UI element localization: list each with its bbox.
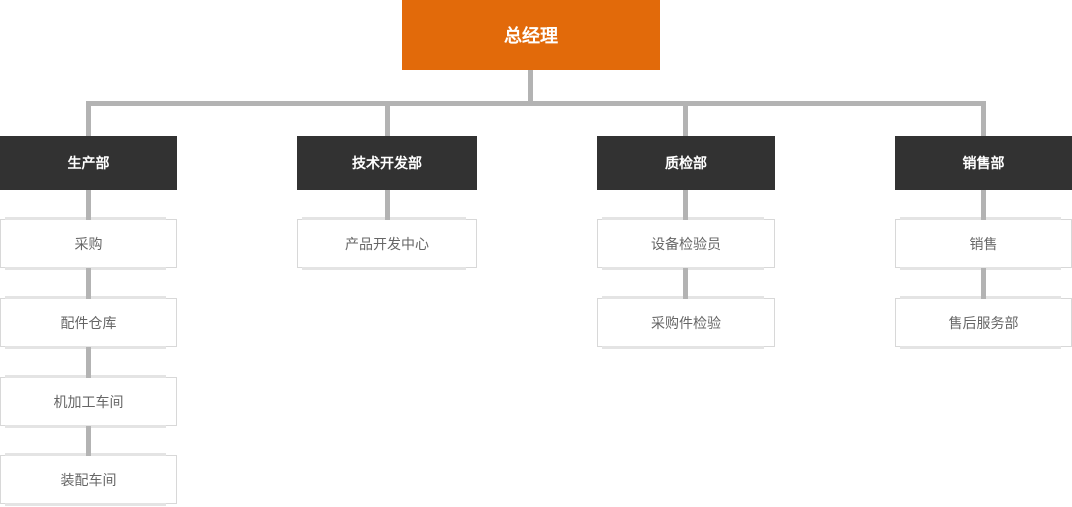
connector-techdev-productdev — [385, 190, 390, 220]
connector-production-purchasing — [86, 190, 91, 220]
org-node-label: 配件仓库 — [60, 315, 117, 332]
org-node-machining-workshop[interactable]: 机加工车间 — [0, 375, 177, 428]
connector-drop-production — [86, 101, 91, 136]
org-node-quality-inspection-dept[interactable]: 质检部 — [597, 136, 775, 190]
connector-machining-assembly — [86, 426, 91, 456]
org-node-equipment-inspector[interactable]: 设备检验员 — [597, 217, 775, 270]
org-node-label: 机加工车间 — [53, 394, 124, 411]
org-node-label: 采购件检验 — [651, 315, 721, 332]
connector-quality-equipment — [683, 190, 688, 220]
org-node-production-dept[interactable]: 生产部 — [0, 136, 177, 190]
org-node-after-sales-service[interactable]: 售后服务部 — [895, 296, 1072, 349]
connector-horizontal-bus — [86, 101, 986, 106]
org-node-purchased-parts-inspection[interactable]: 采购件检验 — [597, 296, 775, 349]
org-node-label: 售后服务部 — [948, 315, 1019, 332]
org-node-label: 装配车间 — [60, 472, 117, 489]
org-node-label: 销售部 — [962, 156, 1005, 172]
org-node-label: 技术开发部 — [352, 156, 422, 172]
org-node-label: 采购 — [74, 236, 103, 253]
connector-purchasing-warehouse — [86, 268, 91, 299]
connector-drop-quality — [683, 101, 688, 136]
org-node-parts-warehouse[interactable]: 配件仓库 — [0, 296, 177, 349]
org-node-purchasing[interactable]: 采购 — [0, 217, 177, 270]
org-node-label: 销售 — [969, 236, 998, 253]
connector-sales-aftersales — [981, 268, 986, 299]
connector-drop-tech-dev — [385, 101, 390, 136]
org-node-label: 生产部 — [67, 156, 110, 172]
connector-drop-sales — [981, 101, 986, 136]
org-node-general-manager[interactable]: 总经理 — [402, 0, 660, 70]
connector-root-trunk — [528, 70, 533, 101]
org-node-label: 产品开发中心 — [345, 236, 429, 253]
org-node-label: 设备检验员 — [651, 236, 721, 253]
connector-salesdept-sales — [981, 190, 986, 220]
org-node-tech-dev-dept[interactable]: 技术开发部 — [297, 136, 477, 190]
org-node-label: 总经理 — [504, 26, 558, 47]
org-node-label: 质检部 — [665, 156, 707, 172]
connector-warehouse-machining — [86, 347, 91, 378]
org-node-product-dev-center[interactable]: 产品开发中心 — [297, 217, 477, 270]
org-node-sales[interactable]: 销售 — [895, 217, 1072, 270]
connector-equipment-purchasedparts — [683, 268, 688, 299]
org-node-sales-dept[interactable]: 销售部 — [895, 136, 1072, 190]
org-node-assembly-workshop[interactable]: 装配车间 — [0, 453, 177, 506]
